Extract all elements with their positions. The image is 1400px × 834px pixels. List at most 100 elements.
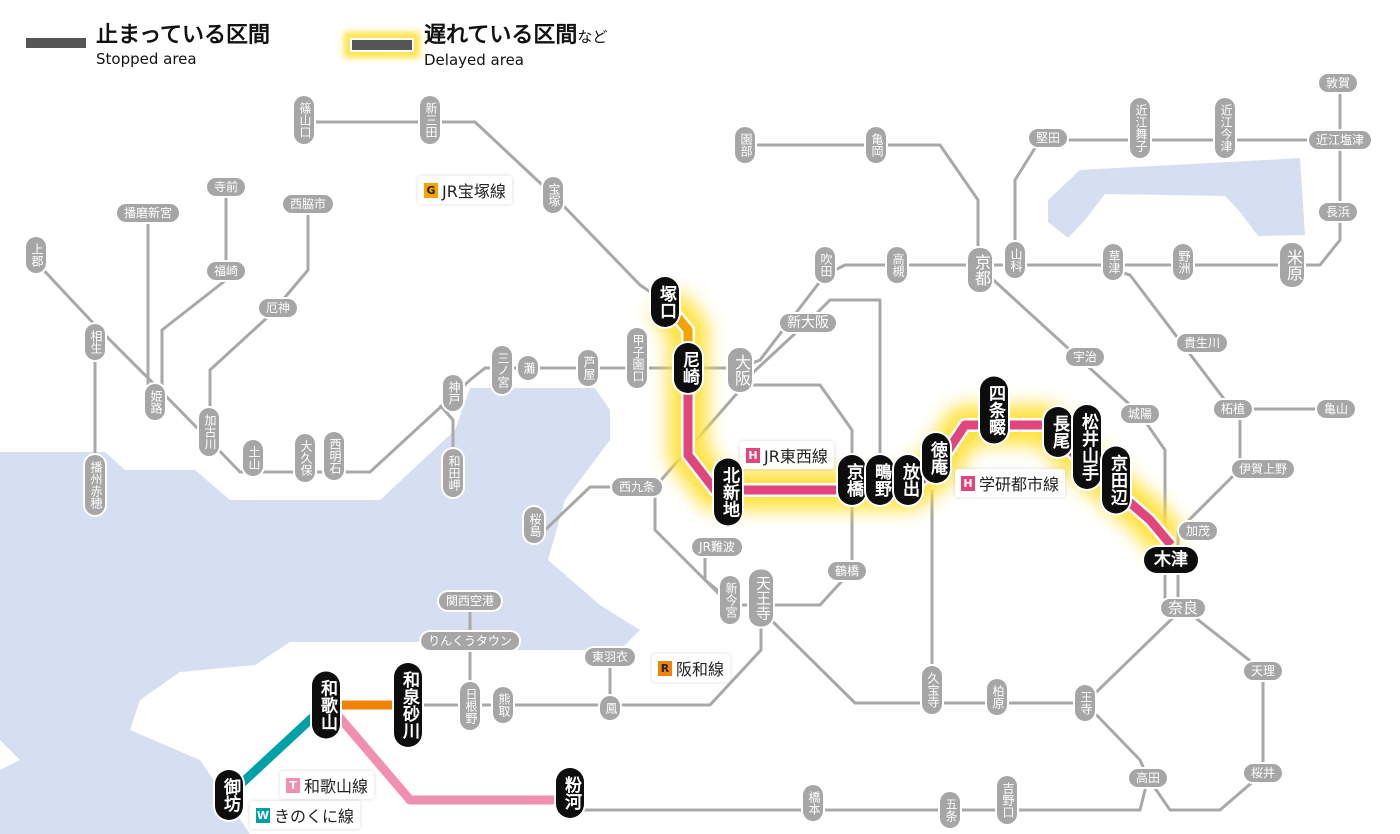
affected-station[interactable]: 塚口: [651, 277, 679, 327]
station[interactable]: 近江舞子: [1130, 98, 1150, 158]
station[interactable]: 甲子園口: [627, 328, 647, 388]
station[interactable]: 関西空港: [438, 592, 502, 610]
station[interactable]: 城陽: [1120, 405, 1160, 423]
station[interactable]: 播磨新宮: [116, 204, 180, 222]
affected-station[interactable]: 鴫野: [866, 455, 894, 505]
line-badge: T: [286, 777, 300, 793]
station[interactable]: 近江今津: [1215, 98, 1235, 158]
station[interactable]: 東羽衣: [584, 648, 636, 666]
station[interactable]: 京都: [968, 248, 992, 292]
line-name: JR宝塚線: [442, 182, 506, 201]
station[interactable]: 高田: [1128, 769, 1168, 787]
station[interactable]: 和田岬: [443, 449, 463, 497]
affected-station[interactable]: 徳庵: [922, 433, 950, 483]
station[interactable]: 橋本: [803, 785, 823, 821]
station[interactable]: 貴生川: [1176, 334, 1228, 352]
station[interactable]: 灘: [518, 356, 538, 380]
station[interactable]: 相生: [85, 324, 105, 360]
station[interactable]: 神戸: [443, 375, 463, 411]
station[interactable]: 五条: [940, 792, 960, 828]
station[interactable]: 野洲: [1173, 244, 1193, 280]
station[interactable]: 高槻: [887, 247, 907, 283]
station[interactable]: 王寺: [1075, 685, 1095, 721]
station[interactable]: 亀山: [1316, 400, 1356, 418]
station[interactable]: 西明石: [324, 432, 344, 480]
station[interactable]: 熊取: [493, 687, 513, 723]
station[interactable]: JR難波: [692, 538, 742, 556]
station[interactable]: 寺前: [206, 178, 246, 196]
affected-station[interactable]: 北新地: [714, 458, 742, 526]
station[interactable]: 芦屋: [578, 350, 598, 386]
station[interactable]: 久宝寺: [922, 666, 942, 714]
affected-station[interactable]: 粉河: [556, 768, 584, 818]
station[interactable]: 大阪: [728, 348, 752, 392]
station[interactable]: 播州赤穂: [85, 455, 105, 515]
station[interactable]: りんくうタウン: [421, 632, 519, 650]
station[interactable]: 亀岡: [866, 127, 886, 163]
station[interactable]: 三ノ宮: [492, 346, 512, 394]
station[interactable]: 伊賀上野: [1231, 460, 1295, 478]
station[interactable]: 桜井: [1243, 764, 1283, 782]
station[interactable]: 桜島: [524, 507, 544, 543]
station[interactable]: 篠山口: [294, 96, 314, 144]
station[interactable]: 西九条: [611, 478, 663, 496]
affected-station[interactable]: 四条畷: [980, 376, 1008, 444]
line-badge: W: [256, 807, 270, 823]
affected-station[interactable]: 尼崎: [674, 343, 702, 393]
station[interactable]: 加茂: [1178, 522, 1218, 540]
station[interactable]: 天王寺: [749, 569, 773, 627]
station[interactable]: 日根野: [460, 682, 480, 730]
station[interactable]: 新今宮: [720, 576, 740, 624]
station[interactable]: 柘植: [1213, 400, 1253, 418]
station[interactable]: 堅田: [1028, 129, 1068, 147]
affected-station[interactable]: 長尾: [1044, 407, 1072, 457]
station[interactable]: 大久保: [295, 434, 315, 482]
gray-lines: [34, 83, 1342, 812]
station[interactable]: 天理: [1243, 662, 1283, 680]
line-name: 阪和線: [676, 660, 725, 679]
affected-station[interactable]: 京田辺: [1102, 446, 1130, 514]
legend-delayed-jp: 遅れている区間: [424, 23, 578, 48]
affected-station[interactable]: 松井山手: [1073, 405, 1101, 489]
affected-station[interactable]: 京橋: [838, 455, 866, 505]
station[interactable]: 奈良: [1160, 599, 1206, 617]
stopped-swatch: [26, 38, 86, 48]
station[interactable]: 宇治: [1065, 348, 1105, 366]
station[interactable]: 鳳: [600, 696, 620, 720]
affected-station[interactable]: 和歌山: [312, 671, 340, 739]
station[interactable]: 加古川: [199, 408, 219, 456]
affected-station[interactable]: 御坊: [215, 770, 243, 820]
affected-station[interactable]: 木津: [1144, 547, 1198, 573]
station[interactable]: 新三田: [420, 96, 440, 144]
station[interactable]: 新大阪: [780, 314, 836, 332]
station[interactable]: 米原: [1280, 243, 1304, 287]
station[interactable]: 宝塚: [543, 177, 563, 213]
station[interactable]: 吉野口: [997, 776, 1017, 824]
station[interactable]: 福崎: [206, 262, 246, 280]
station[interactable]: 吹田: [815, 247, 835, 283]
station[interactable]: 鶴橋: [827, 562, 867, 580]
station[interactable]: 西脇市: [282, 195, 334, 213]
station[interactable]: 草津: [1103, 244, 1123, 280]
station[interactable]: 姫路: [145, 384, 165, 420]
station[interactable]: 長浜: [1318, 203, 1358, 221]
station[interactable]: 山科: [1005, 242, 1025, 278]
station[interactable]: 園部: [735, 127, 755, 163]
legend-stopped-jp: 止まっている区間: [96, 23, 271, 48]
station[interactable]: 土山: [243, 440, 263, 476]
station[interactable]: 上郡: [26, 237, 46, 273]
station[interactable]: 厄神: [258, 299, 298, 317]
station[interactable]: 柏原: [987, 679, 1007, 715]
line-badge: R: [658, 660, 672, 676]
affected-station[interactable]: 放出: [894, 455, 922, 505]
station[interactable]: 近江塩津: [1308, 131, 1372, 149]
lake-biwa: [1048, 158, 1305, 238]
station[interactable]: 敦賀: [1318, 74, 1358, 92]
affected-station[interactable]: 和泉砂川: [394, 663, 422, 747]
